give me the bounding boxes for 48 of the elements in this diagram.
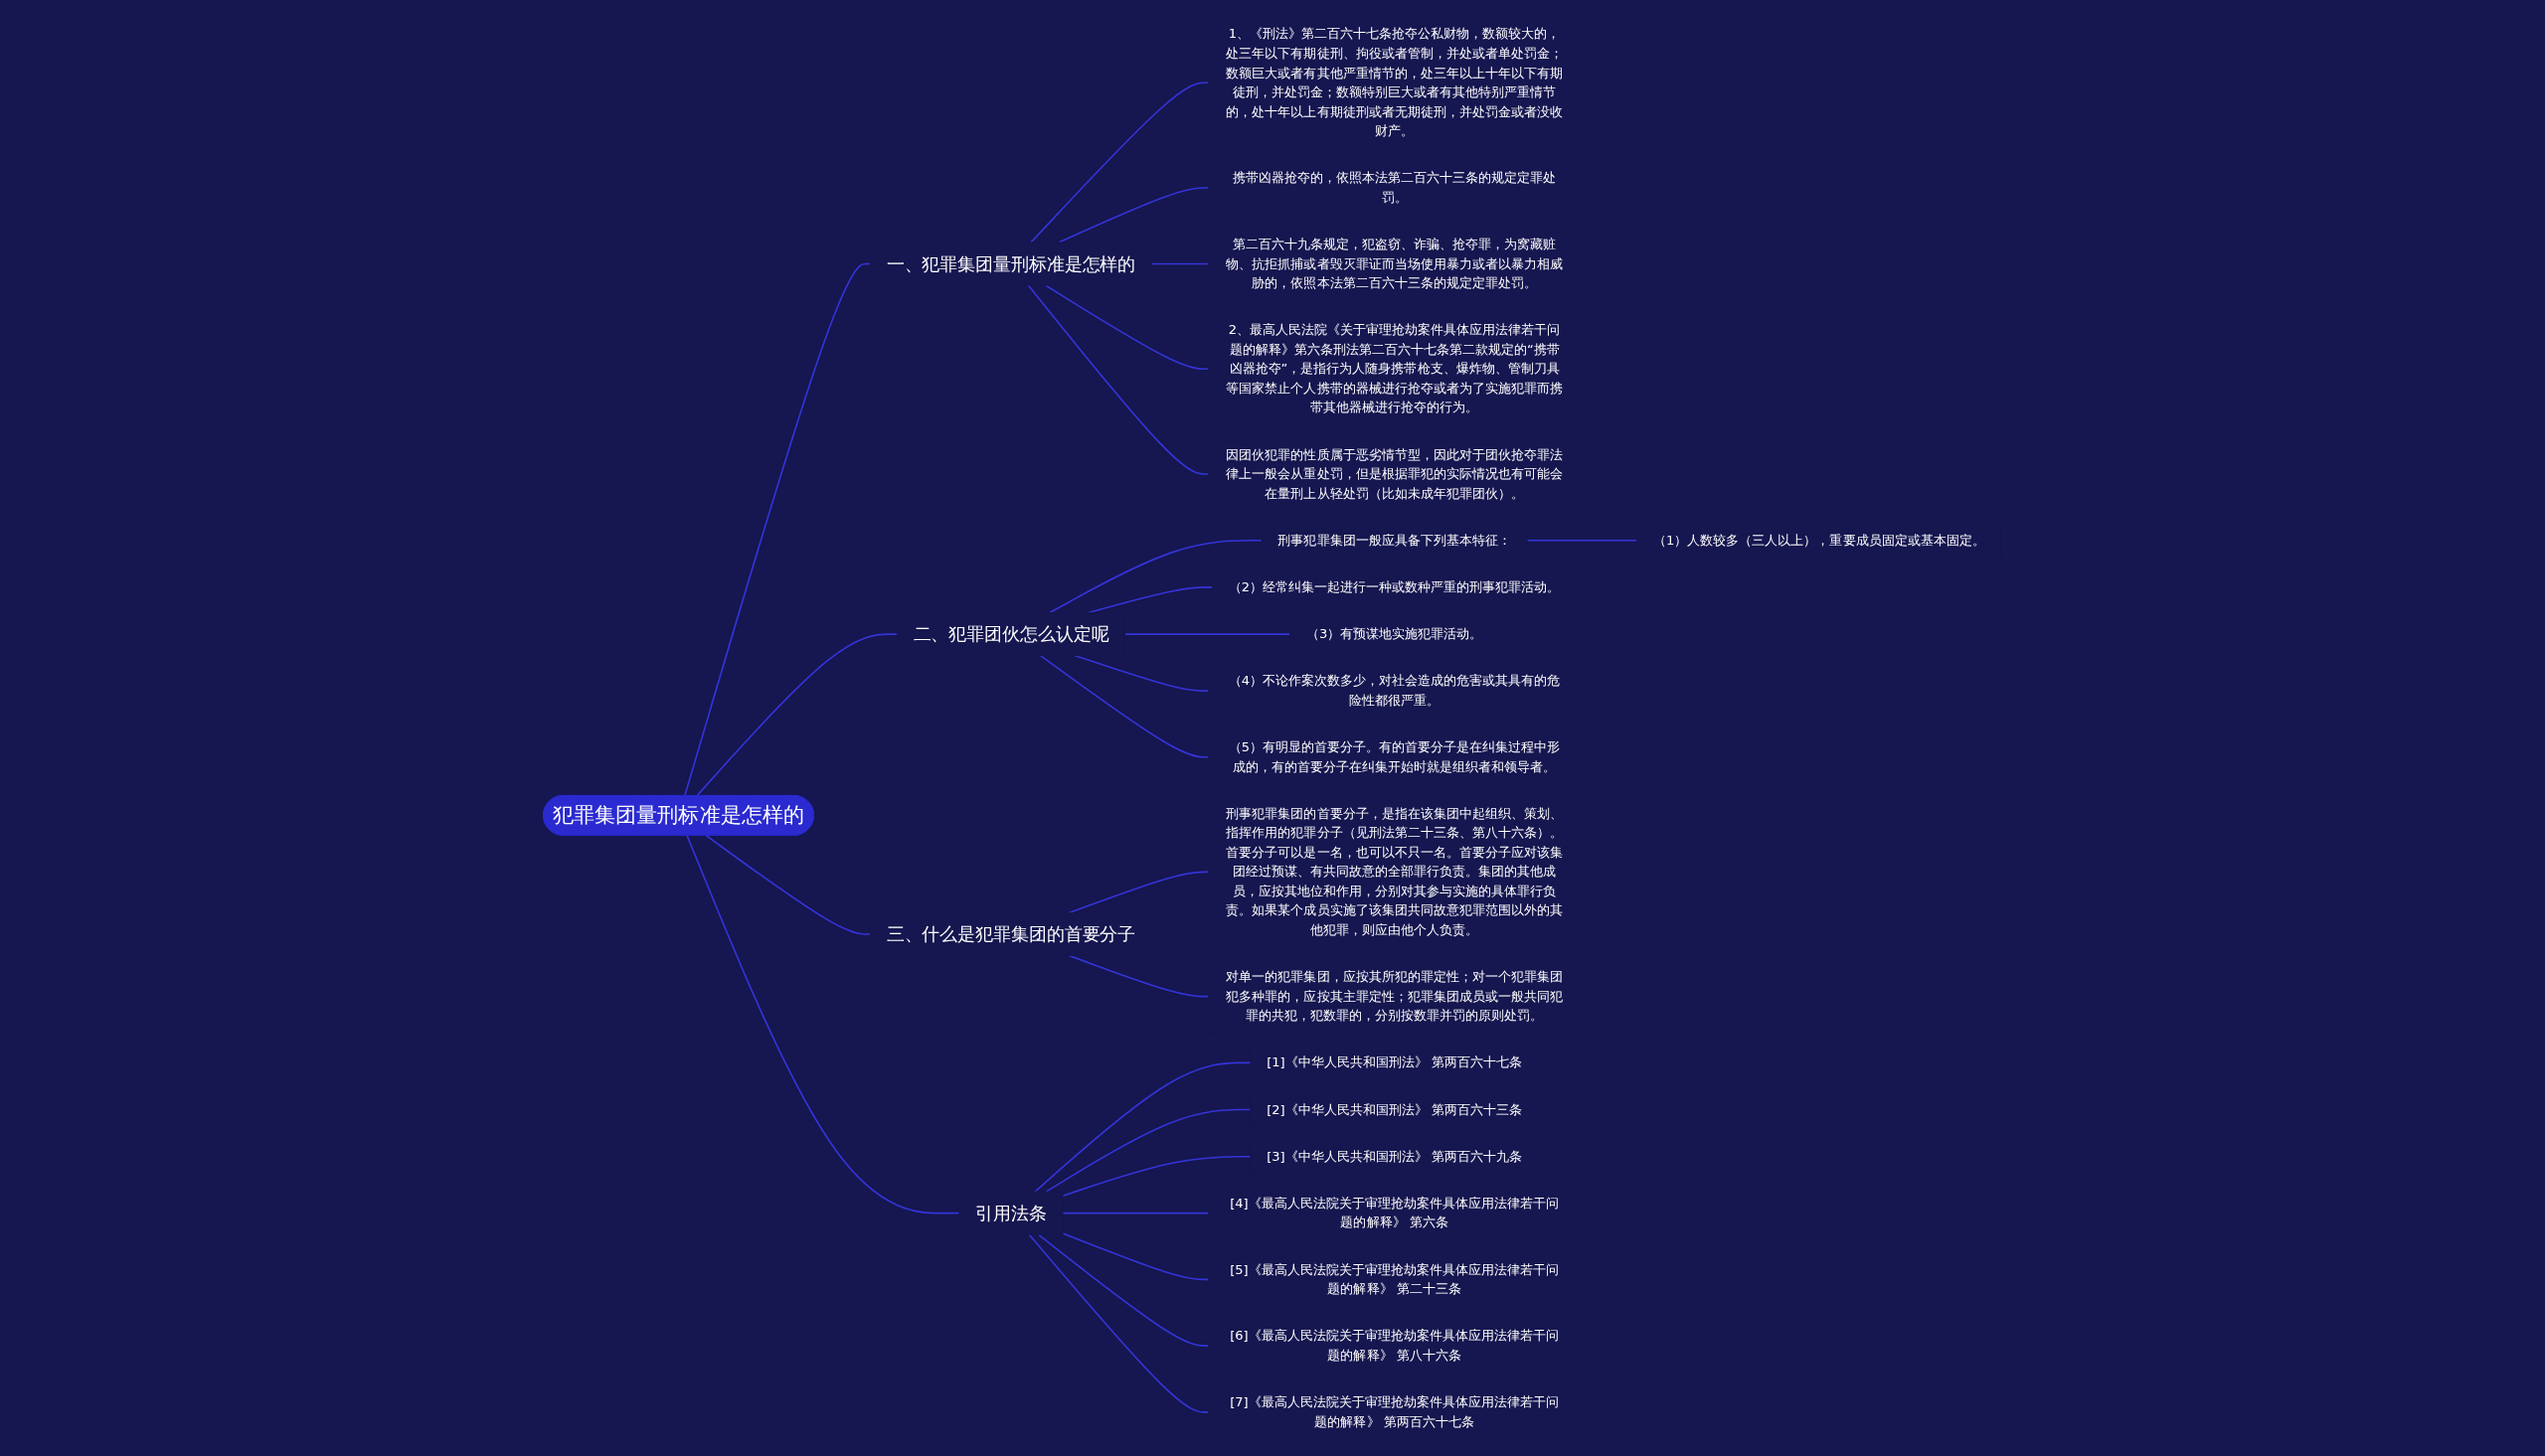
connector — [1034, 1061, 1252, 1193]
node-text: （4）不论作案次数多少，对社会造成的危害或其具有的危险性都很严重。 — [1229, 673, 1561, 709]
connector — [1037, 1233, 1210, 1347]
node-text: [6]《最高人民法院关于审理抢劫案件具体应用法律若干问题的解释》 第八十六条 — [1230, 1328, 1560, 1364]
node-text: 第二百六十九条规定，犯盗窃、诈骗、抢夺罪，为窝藏赃物、抗拒抓捕或者毁灭罪证而当场使用暴力或者以暴力相威胁的，依照本法第二百六十三条的规定定罪处罚。 — [1226, 236, 1564, 291]
connector — [1150, 262, 1210, 265]
node-text: 2、最高人民法院《关于审理抢劫案件具体应用法律若干问题的解释》第六条刑法第二百六十七条第二款规定的“携带凶器抢夺”，是指行为人随身携带枪支、爆炸物、管制刀具等国家禁止个人携带的器械进行抢夺或者为了实施犯罪而携带其他器械进行抢夺的行为。 — [1226, 322, 1564, 415]
node-text: 一、犯罪集团量刑标准是怎样的 — [886, 253, 1136, 274]
connector — [1068, 871, 1210, 914]
connector — [1062, 1212, 1210, 1214]
connector — [1062, 1155, 1252, 1198]
node-text: [4]《最高人民法院关于审理抢劫案件具体应用法律若干问题的解释》 第六条 — [1230, 1195, 1560, 1230]
node-text: 携带凶器抢夺的，依照本法第二百六十三条的规定定罪处罚。 — [1233, 170, 1557, 206]
node-text: 二、犯罪团伙怎么认定呢 — [913, 623, 1109, 645]
node-text: （5）有明显的首要分子。有的首要分子是在纠集过程中形成的，有的首要分子在纠集开始时就是组织者和领导者。 — [1229, 738, 1561, 774]
node-text: （1）人数较多（三人以上），重要成员固定或基本固定。 — [1653, 532, 1985, 549]
connector — [684, 262, 872, 797]
connector — [1040, 654, 1210, 758]
connector — [1062, 1232, 1210, 1281]
connector — [1068, 954, 1210, 998]
connector — [1124, 633, 1291, 635]
node-text: [2]《中华人民共和国刑法》 第两百六十三条 — [1267, 1101, 1523, 1117]
connector — [1049, 539, 1264, 614]
node-text: 因团伙犯罪的性质属于恶劣情节型，因此对于团伙抢夺罪法律上一般会从重处罚，但是根据罪犯的实际情况也有可能会在量刑上从轻处罚（比如未成年犯罪团伙）。 — [1226, 446, 1564, 501]
node-text: 对单一的犯罪集团，应按其所犯的罪定性；对一个犯罪集团犯多种罪的，应按其主罪定性；犯罪集团成员或一般共同犯罪的共犯，犯数罪的，分别按数罪并罚的原则处罚。 — [1226, 968, 1564, 1024]
connector — [1027, 284, 1210, 475]
node-text: 引用法条 — [975, 1203, 1048, 1223]
connector — [1028, 1233, 1210, 1413]
node-text: （2）经常纠集一起进行一种或数种严重的刑事犯罪活动。 — [1229, 578, 1561, 595]
connector — [1045, 1108, 1252, 1193]
connector — [1045, 284, 1210, 371]
connector — [705, 834, 872, 935]
node-text: 1、《刑法》第二百六十七条抢夺公私财物，数额较大的，处三年以下有期徒刑、拘役或者管制，并处或者单处罚金；数额巨大或者有其他严重情节的，处三年以上十年以下有期徒刑，并处罚金；数额特别巨大或者有其他特别严重情节的，处十年以上有期徒刑或者无期徒刑，并处罚金或者没收财产。 — [1226, 26, 1564, 139]
node-text: 刑事犯罪集团一般应具备下列基本特征： — [1277, 532, 1512, 549]
connector — [1526, 539, 1638, 542]
connector — [1074, 654, 1210, 692]
connector — [1088, 586, 1214, 614]
node-text: 刑事犯罪集团的首要分子，是指在该集团中起组织、策划、指挥作用的犯罪分子（见刑法第二十三条、第八十六条）。首要分子可以是一名，也可以不只一名。首要分子应对该集团经过预谋、有共同故意的全部罪行负责。集团的其他成员，应按其地位和作用，分别对其参与实施的具体罪行负责。如果某个成员实施了该集团共同故意犯罪范围以外的其他犯罪，则应由他个人负责。 — [1226, 805, 1564, 938]
connector — [696, 633, 899, 797]
node-text: 三、什么是犯罪集团的首要分子 — [886, 923, 1136, 945]
node-text: （3）有预谋地实施犯罪活动。 — [1306, 625, 1483, 642]
connector — [1030, 81, 1210, 243]
node-text: [7]《最高人民法院关于审理抢劫案件具体应用法律若干问题的解释》 第两百六十七条 — [1230, 1393, 1560, 1429]
node-text: [1]《中华人民共和国刑法》 第两百六十七条 — [1267, 1054, 1523, 1070]
connector — [686, 834, 960, 1214]
node-text: [5]《最高人民法院关于审理抢劫案件具体应用法律若干问题的解释》 第二十三条 — [1230, 1261, 1560, 1297]
node-text: [3]《中华人民共和国刑法》 第两百六十九条 — [1267, 1148, 1523, 1165]
connector — [1058, 187, 1210, 243]
